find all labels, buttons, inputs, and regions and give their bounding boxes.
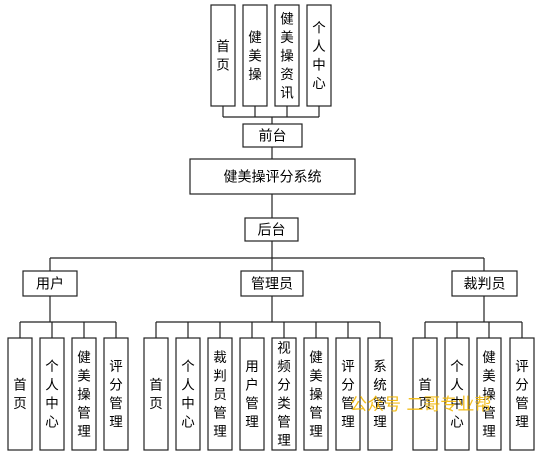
role-node-2: 管理员 bbox=[240, 270, 304, 297]
role-1-item-3-frame bbox=[71, 337, 97, 451]
role-node-1-label: 用户 bbox=[36, 276, 64, 293]
role-node-1: 用户 bbox=[22, 270, 78, 297]
role-2-item-1-frame bbox=[143, 337, 169, 451]
frontend-item-1-label: 首页 bbox=[216, 39, 230, 74]
role-2-item-7-frame bbox=[335, 337, 361, 451]
frontend-item-3: 健美操资讯 bbox=[274, 4, 300, 107]
frontend-item-4-frame bbox=[306, 4, 332, 107]
role-node-3-frame bbox=[451, 270, 518, 297]
root-node-frame bbox=[189, 158, 356, 195]
role-1-item-2-label: 个人中心 bbox=[45, 359, 59, 431]
role-2-item-4-label: 用户管理 bbox=[245, 359, 259, 431]
role-3-item-4-frame bbox=[509, 337, 535, 451]
watermark-text: 公众号 二哥专业帮 bbox=[350, 395, 491, 415]
backend-node: 后台 bbox=[244, 217, 299, 242]
role-2-item-6-label: 健美操管理 bbox=[309, 350, 323, 440]
role-1-item-2: 个人中心 bbox=[39, 337, 65, 451]
frontend-item-4: 个人中心 bbox=[306, 4, 332, 107]
role-1-item-3: 健美操管理 bbox=[71, 337, 97, 451]
role-2-item-3-frame bbox=[207, 337, 233, 451]
role-3-item-2-frame bbox=[444, 337, 470, 451]
role-3-item-3: 健美操管理 bbox=[476, 337, 502, 451]
role-2-item-7-label: 评分管理 bbox=[341, 359, 355, 431]
role-2-item-7: 评分管理 bbox=[335, 337, 361, 451]
role-2-item-8-label: 系统管理 bbox=[373, 359, 387, 431]
role-2-item-5: 视频分类管理 bbox=[271, 337, 297, 451]
role-2-item-6-frame bbox=[303, 337, 329, 451]
frontend-item-2: 健美操 bbox=[242, 4, 268, 107]
role-1-item-1: 首页 bbox=[7, 337, 33, 451]
role-2-item-2-frame bbox=[175, 337, 201, 451]
role-2-item-5-frame bbox=[271, 337, 297, 451]
role-2-item-3-label: 裁判员管理 bbox=[213, 350, 227, 440]
role-2-item-4: 用户管理 bbox=[239, 337, 265, 451]
role-2-item-6: 健美操管理 bbox=[303, 337, 329, 451]
role-2-item-4-frame bbox=[239, 337, 265, 451]
role-1-item-1-frame bbox=[7, 337, 33, 451]
role-2-item-3: 裁判员管理 bbox=[207, 337, 233, 451]
role-2-item-1-label: 首页 bbox=[149, 378, 163, 413]
role-node-3: 裁判员 bbox=[451, 270, 518, 297]
frontend-item-4-label: 个人中心 bbox=[312, 21, 326, 93]
role-3-item-2-label: 个人中心 bbox=[450, 359, 464, 431]
role-3-item-1-label: 首页 bbox=[418, 378, 432, 413]
role-3-item-4-label: 评分管理 bbox=[515, 359, 529, 431]
role-node-3-label: 裁判员 bbox=[464, 277, 506, 293]
role-3-item-1: 首页 bbox=[412, 337, 438, 451]
role-2-item-2-label: 个人中心 bbox=[181, 359, 195, 431]
root-node: 健美操评分系统 bbox=[189, 158, 356, 195]
role-3-item-3-frame bbox=[476, 337, 502, 451]
role-1-item-1-label: 首页 bbox=[13, 378, 27, 413]
role-2-item-8: 系统管理 bbox=[367, 337, 393, 451]
frontend-item-2-label: 健美操 bbox=[248, 30, 262, 83]
role-3-item-4: 评分管理 bbox=[509, 337, 535, 451]
frontend-node-label: 前台 bbox=[259, 128, 287, 145]
role-node-2-frame bbox=[240, 270, 304, 297]
role-node-2-label: 管理员 bbox=[251, 277, 293, 293]
role-1-item-2-frame bbox=[39, 337, 65, 451]
backend-node-label: 后台 bbox=[258, 223, 286, 239]
frontend-node: 前台 bbox=[242, 123, 303, 148]
role-2-item-2: 个人中心 bbox=[175, 337, 201, 451]
root-node-label: 健美操评分系统 bbox=[224, 170, 322, 186]
role-3-item-2: 个人中心 bbox=[444, 337, 470, 451]
frontend-item-1: 首页 bbox=[210, 4, 236, 107]
role-1-item-3-label: 健美操管理 bbox=[77, 350, 91, 440]
frontend-item-3-label: 健美操资讯 bbox=[280, 11, 294, 101]
frontend-item-3-frame bbox=[274, 4, 300, 107]
role-node-1-frame bbox=[22, 270, 78, 297]
role-1-item-4-label: 评分管理 bbox=[109, 359, 123, 431]
role-1-item-4: 评分管理 bbox=[103, 337, 129, 451]
frontend-item-1-frame bbox=[210, 4, 236, 107]
role-2-item-8-frame bbox=[367, 337, 393, 451]
role-1-item-4-frame bbox=[103, 337, 129, 451]
role-2-item-5-label: 视频分类管理 bbox=[277, 341, 291, 450]
frontend-item-2-frame bbox=[242, 4, 268, 107]
role-3-item-1-frame bbox=[412, 337, 438, 451]
role-2-item-1: 首页 bbox=[143, 337, 169, 451]
role-3-item-3-label: 健美操管理 bbox=[482, 350, 496, 440]
